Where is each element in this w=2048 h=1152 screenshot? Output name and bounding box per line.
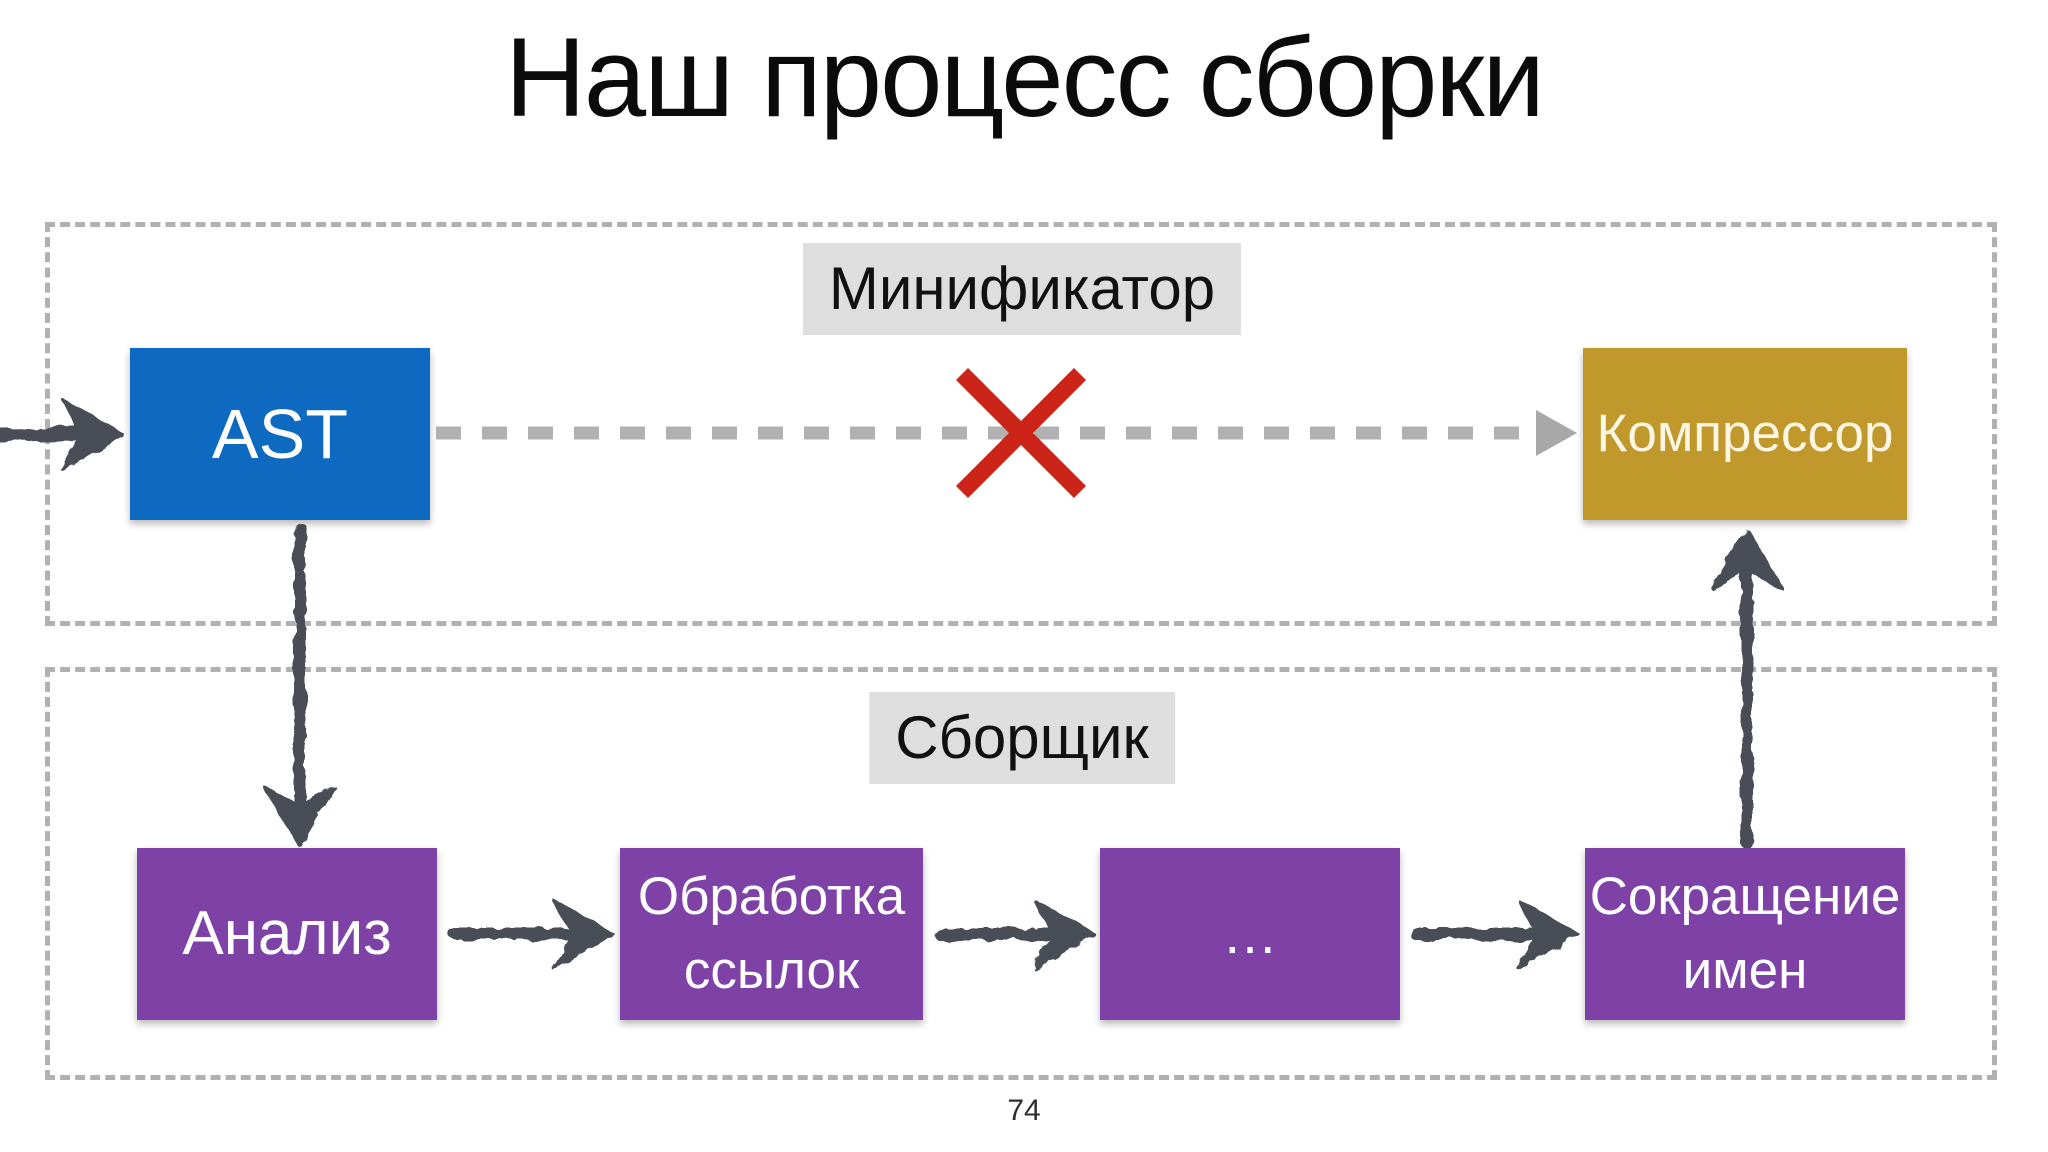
builder-group-label: Сборщик <box>869 692 1175 784</box>
analysis-node: Анализ <box>137 848 437 1020</box>
name-shortening-node: Сокращение имен <box>1585 848 1905 1020</box>
page-number: 74 <box>1007 1094 1041 1127</box>
slide-title: Наш процесс сборки <box>505 15 1545 140</box>
minifier-group-label: Минификатор <box>802 243 1242 335</box>
builder-group-frame <box>45 667 1997 1080</box>
compressor-node: Компрессор <box>1583 348 1907 520</box>
ast-node: AST <box>130 348 430 520</box>
minifier-group-frame <box>45 222 1997 626</box>
link-processing-node: Обработка ссылок <box>620 848 923 1020</box>
ellipsis-node: … <box>1100 848 1400 1020</box>
